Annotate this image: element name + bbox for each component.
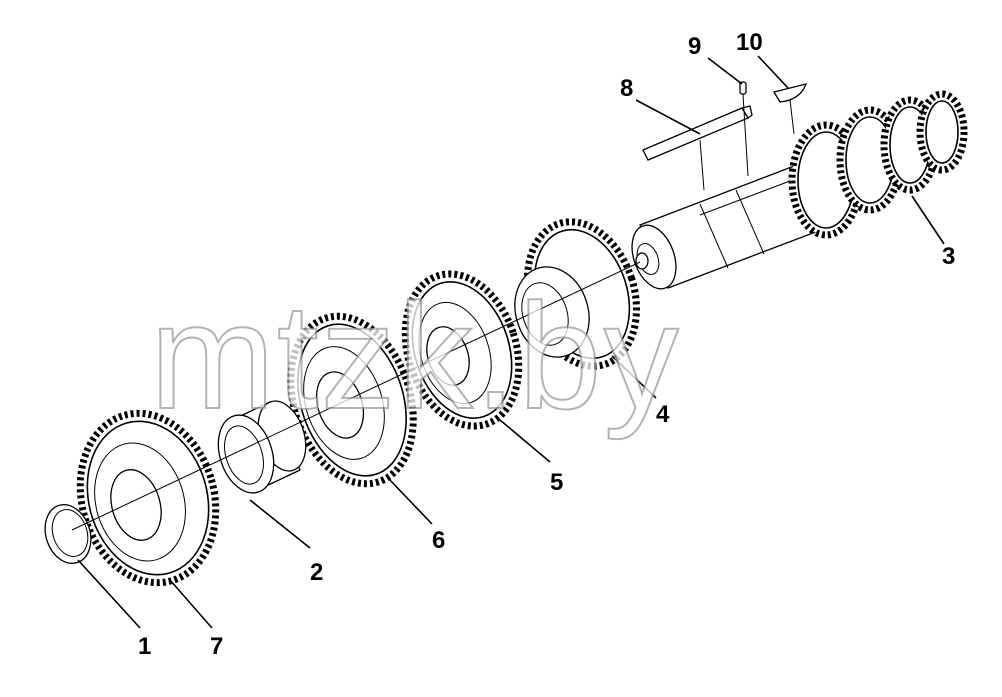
label-part-2: 2 xyxy=(310,559,323,586)
label-part-5: 5 xyxy=(550,469,563,496)
label-part-9: 9 xyxy=(688,33,701,60)
leader-10 xyxy=(757,55,789,89)
assembly-axis-line xyxy=(71,261,641,531)
leader-1 xyxy=(77,559,141,629)
leader-2 xyxy=(249,499,311,549)
snap-ring-part-1 xyxy=(44,504,92,564)
leader-4 xyxy=(611,355,657,399)
watermark: mtzk.by xyxy=(150,272,681,440)
leader-lines xyxy=(77,55,945,629)
leader-3 xyxy=(911,195,945,245)
gear-part-5 xyxy=(401,270,523,430)
leader-9 xyxy=(707,57,743,85)
label-part-3: 3 xyxy=(942,243,955,270)
key-part-8 xyxy=(642,105,753,161)
label-part-1: 1 xyxy=(138,633,151,660)
label-part-4: 4 xyxy=(656,401,670,428)
label-part-8: 8 xyxy=(620,75,633,102)
woodruff-guide-line xyxy=(789,99,795,135)
gear-part-4 xyxy=(514,218,640,370)
leader-8 xyxy=(635,99,701,135)
leader-7 xyxy=(169,579,213,629)
label-part-7: 7 xyxy=(210,633,223,660)
gear-part-6 xyxy=(287,312,417,488)
label-part-6: 6 xyxy=(432,527,445,554)
leader-5 xyxy=(499,419,551,463)
label-part-10: 10 xyxy=(736,29,763,56)
part-labels: 1 2 3 4 5 6 7 8 9 10 xyxy=(138,29,955,660)
shaft-assembly-part-3 xyxy=(631,90,968,290)
key-guide-line xyxy=(699,139,705,191)
sleeve-part-2 xyxy=(217,400,307,494)
woodruff-key-part-10 xyxy=(772,83,808,103)
pin-guide-line xyxy=(742,93,749,177)
gear-part-7 xyxy=(76,409,220,587)
leader-6 xyxy=(387,477,433,525)
